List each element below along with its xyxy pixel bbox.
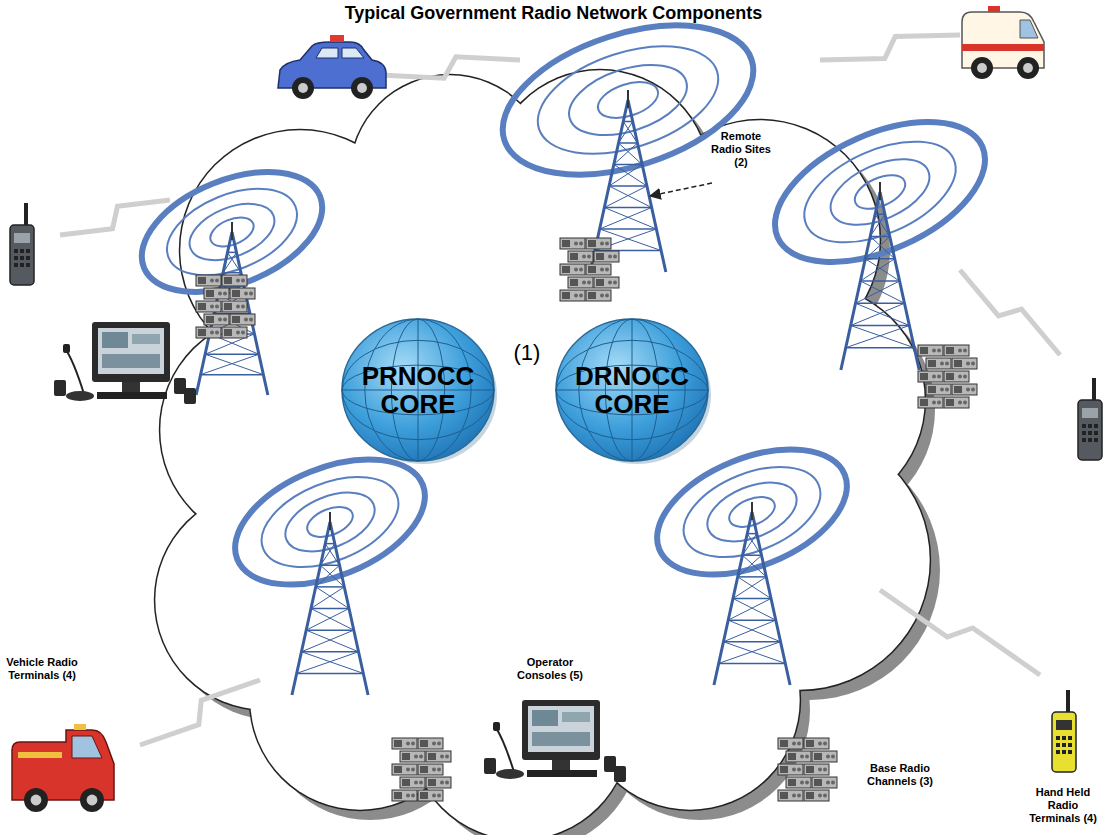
- callout-label: Base Radio Channels (3): [866, 762, 934, 788]
- handheld-radio: [1078, 378, 1102, 460]
- handheld-radio: [10, 203, 34, 285]
- leader-line: [650, 183, 712, 196]
- callout-number: (1): [505, 340, 549, 366]
- core-globe: PRNOCC CORE: [338, 315, 498, 465]
- police-car: [278, 35, 386, 99]
- callout-label: Operator Consoles (5): [508, 656, 592, 682]
- callout-label: Vehicle Radio Terminals (4): [6, 656, 78, 682]
- equipment-rack: [778, 738, 837, 801]
- core-label: PRNOCC CORE: [353, 362, 483, 418]
- equipment-rack: [560, 238, 619, 301]
- operator-console: [484, 700, 626, 782]
- radio-link: [880, 590, 1040, 675]
- operator-console: [54, 322, 196, 404]
- equipment-rack: [196, 275, 255, 338]
- radio-tower: [754, 93, 1006, 370]
- fire-truck: [12, 724, 114, 812]
- network-cloud: [154, 69, 940, 835]
- radio-tower: [217, 434, 443, 695]
- radio-link: [380, 57, 520, 78]
- radio-link: [140, 680, 260, 745]
- callout-label: Hand Held Radio Terminals (4): [1024, 786, 1102, 825]
- equipment-rack: [392, 738, 451, 801]
- radio-tower: [639, 424, 865, 685]
- radio-link: [960, 270, 1060, 355]
- core-globe: DRNOCC CORE: [552, 315, 712, 465]
- handheld-radio: [1052, 690, 1076, 772]
- radio-link: [820, 35, 960, 60]
- callout-label: Remote Radio Sites (2): [706, 130, 776, 169]
- diagram-title: Typical Government Radio Network Compone…: [0, 3, 1107, 24]
- core-label: DRNOCC CORE: [567, 362, 697, 418]
- equipment-rack: [918, 345, 977, 408]
- ambulance: [962, 6, 1044, 79]
